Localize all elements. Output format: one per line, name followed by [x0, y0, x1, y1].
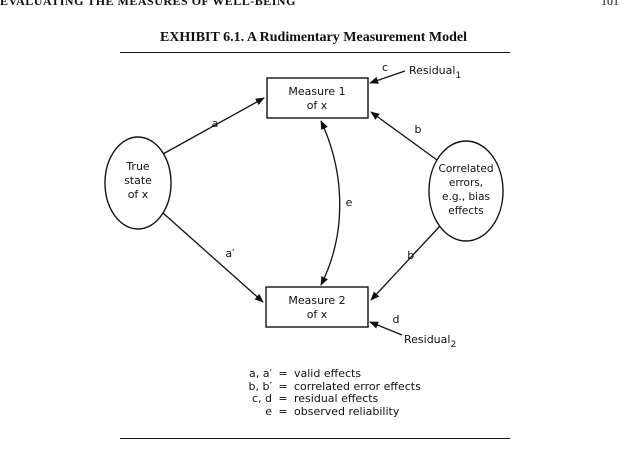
arrow-e-reliability: [320, 120, 341, 286]
arrow-c: [369, 70, 406, 84]
true-state-line-1: True: [125, 160, 150, 173]
page-number: 101: [601, 0, 619, 8]
label-b: b: [415, 123, 422, 136]
measure-2-line-1: Measure 2: [288, 294, 345, 307]
measure-1-line-2: of x: [307, 99, 328, 112]
legend-row: c, d=residual effects: [251, 392, 379, 405]
correlated-errors-line-2: errors,: [449, 177, 483, 189]
bottom-rule: [120, 438, 510, 439]
true-state-line-2: state: [124, 174, 152, 187]
correlated-errors-line-4: effects: [448, 205, 484, 217]
arrow-a: [162, 97, 265, 155]
arrow-a-prime: [162, 212, 264, 303]
label-a-prime: a′: [225, 247, 235, 260]
measure-1-box: [266, 77, 369, 119]
legend-row: e=observed reliability: [265, 404, 400, 418]
arrow-b: [370, 111, 438, 161]
correlated-errors-line-1: Correlated: [438, 163, 493, 175]
exhibit-title: EXHIBIT 6.1. A Rudimentary Measurement M…: [159, 30, 468, 45]
label-b-prime: b′: [407, 249, 417, 262]
label-a: a: [212, 117, 219, 130]
legend-row: b, b′=correlated error effects: [248, 379, 421, 393]
measure-1-line-1: Measure 1: [288, 85, 345, 98]
arrow-b-prime: [370, 225, 441, 301]
label-e: e: [346, 196, 353, 209]
label-d: d: [393, 313, 400, 326]
residual-2-label: Residual2: [404, 333, 456, 350]
top-rule: [120, 52, 510, 53]
legend: a, a′=valid effects b, b′=correlated err…: [228, 367, 421, 418]
legend-row: a, a′=valid effects: [249, 367, 362, 380]
correlated-errors-line-3: e.g., bias: [442, 191, 490, 203]
label-c: c: [382, 61, 388, 74]
arrow-d: [369, 321, 403, 336]
running-head: EVALUATING THE MEASURES OF WELL-BEING: [0, 0, 296, 8]
true-state-node: [104, 136, 172, 230]
measure-2-box: [265, 286, 369, 328]
correlated-errors-node: [428, 140, 504, 242]
measure-2-line-2: of x: [307, 308, 328, 321]
residual-1-label: Residual1: [409, 64, 461, 81]
true-state-line-3: of x: [128, 188, 149, 201]
